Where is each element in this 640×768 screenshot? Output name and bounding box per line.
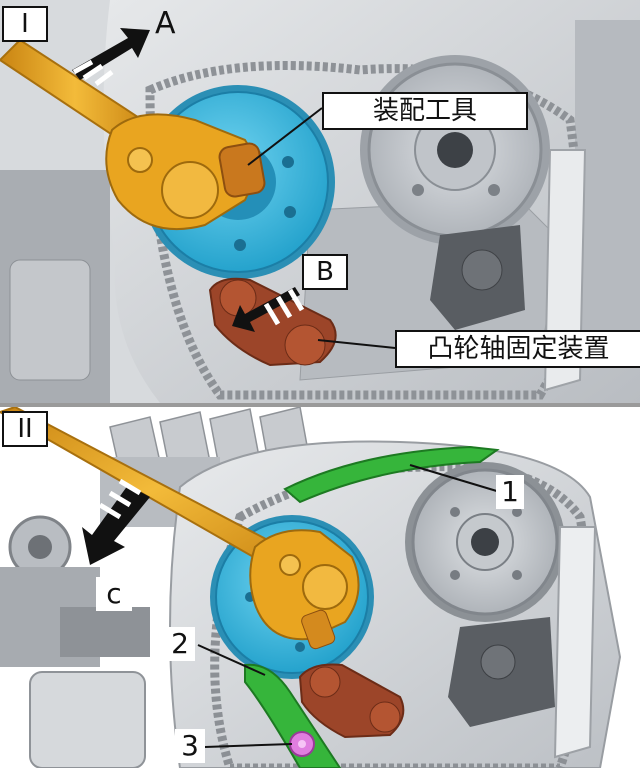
removal-arrow-b (232, 287, 305, 332)
exhaust-camshaft-gear (405, 462, 565, 622)
engine-right-edge (575, 20, 640, 350)
leader-assembly-tool (247, 107, 323, 166)
panel-ii-label: II (2, 411, 48, 447)
leader-camshaft-lock (317, 339, 396, 349)
camshaft-locking-tool (298, 663, 405, 739)
panel-i-illustration (0, 0, 640, 403)
callout-2: 2 (165, 627, 195, 661)
chain-guide-rail (553, 526, 597, 759)
upper-chain-guide (283, 445, 500, 504)
callout-assembly-tool: 装配工具 (322, 92, 528, 130)
arrow-a-label: A (155, 6, 176, 41)
panel-i-label: I (2, 6, 48, 42)
engine-bracket (60, 607, 150, 657)
idler-pulley-hub (28, 535, 52, 559)
arrow-c-label: c (96, 577, 132, 611)
panel-ii: II c 1 2 3 (0, 407, 640, 768)
panel-ii-illustration (0, 407, 640, 768)
leader-2 (197, 644, 266, 676)
callout-3: 3 (175, 729, 205, 763)
rotation-arrow-a (72, 28, 150, 86)
timing-chain (145, 61, 583, 400)
rotation-arrow-c (82, 478, 150, 565)
ratchet-wrench (0, 407, 360, 650)
exhaust-camshaft-gear (360, 55, 550, 245)
leader-1 (409, 464, 501, 493)
callout-1: 1 (496, 475, 524, 509)
arrow-b-label: B (302, 254, 348, 290)
oil-filter-housing (29, 671, 146, 768)
bracket-bolt (480, 644, 516, 680)
panel-i: I A B 装配工具 凸轮轴固定装置 (0, 0, 640, 403)
ratchet-wrench (0, 38, 266, 231)
bracket-bolt (461, 249, 503, 291)
camshaft-locking-tool (208, 277, 337, 367)
leader-3 (204, 743, 293, 748)
panel-divider (0, 403, 640, 407)
filter-housing (9, 259, 91, 381)
callout-camshaft-lock: 凸轮轴固定装置 (395, 330, 640, 368)
tensioner-bolt-center (298, 740, 306, 748)
